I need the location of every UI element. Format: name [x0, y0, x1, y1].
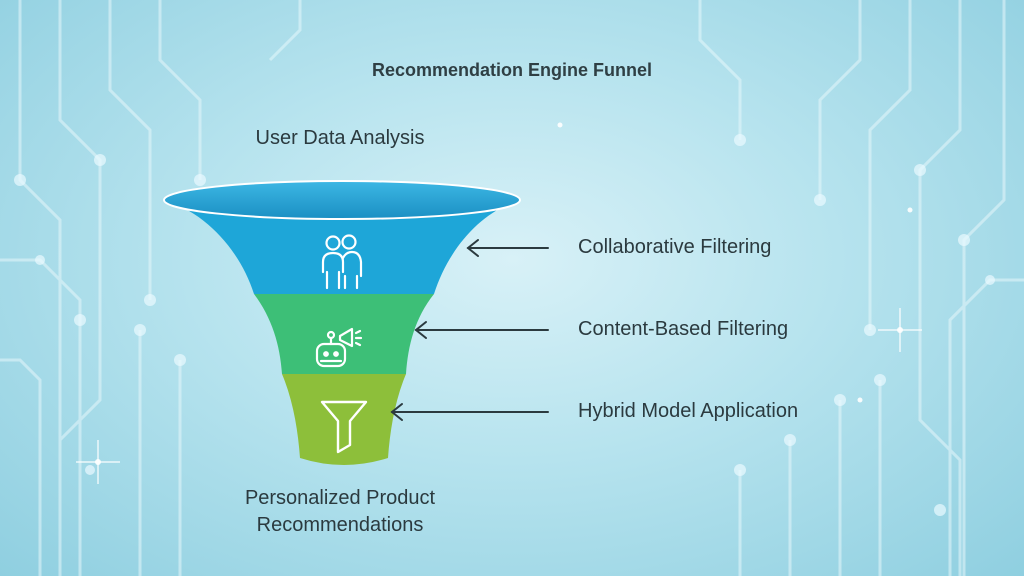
filter-icon	[320, 400, 368, 454]
diagram-title: Recommendation Engine Funnel	[371, 60, 653, 80]
arrow-stage-2	[414, 321, 549, 339]
stage-label-1: Collaborative Filtering	[578, 236, 772, 258]
funnel-output-label: Personalized Product Recommendations	[190, 485, 490, 539]
robot-megaphone-icon	[315, 327, 363, 368]
arrow-stage-1	[466, 239, 549, 257]
stage-label-2: Content-Based Filtering	[578, 318, 789, 340]
funnel-rim	[163, 180, 521, 220]
stage-label-3: Hybrid Model Application	[578, 400, 799, 422]
funnel-stage-1	[164, 200, 520, 294]
people-icon	[321, 234, 363, 290]
funnel-output-label-line2: Recommendations	[256, 514, 424, 536]
funnel-stage-3	[282, 374, 406, 465]
arrow-stage-3	[390, 403, 549, 421]
funnel-input-label: User Data Analysis	[255, 127, 425, 149]
funnel-output-label-line1: Personalized Product	[244, 487, 436, 509]
